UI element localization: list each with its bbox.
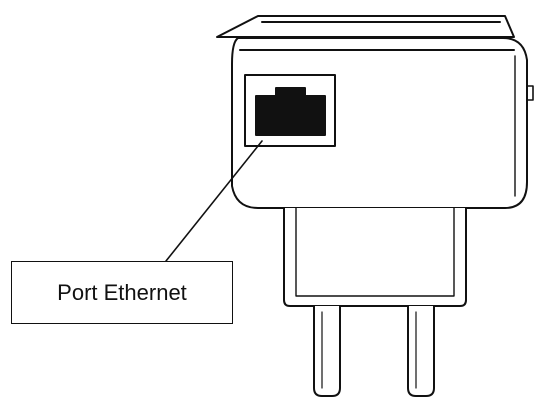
callout-leader-line xyxy=(165,140,263,262)
plug-pin-right xyxy=(407,305,435,397)
callout-box: Port Ethernet xyxy=(11,261,233,324)
plug-pin-left xyxy=(313,305,341,397)
housing-top-ridge xyxy=(216,15,515,38)
plug-base xyxy=(283,207,467,307)
ethernet-port-socket xyxy=(255,87,326,136)
plug-base-inner xyxy=(295,207,455,297)
callout-label-ethernet-port: Port Ethernet xyxy=(57,279,187,305)
side-button xyxy=(527,85,534,101)
